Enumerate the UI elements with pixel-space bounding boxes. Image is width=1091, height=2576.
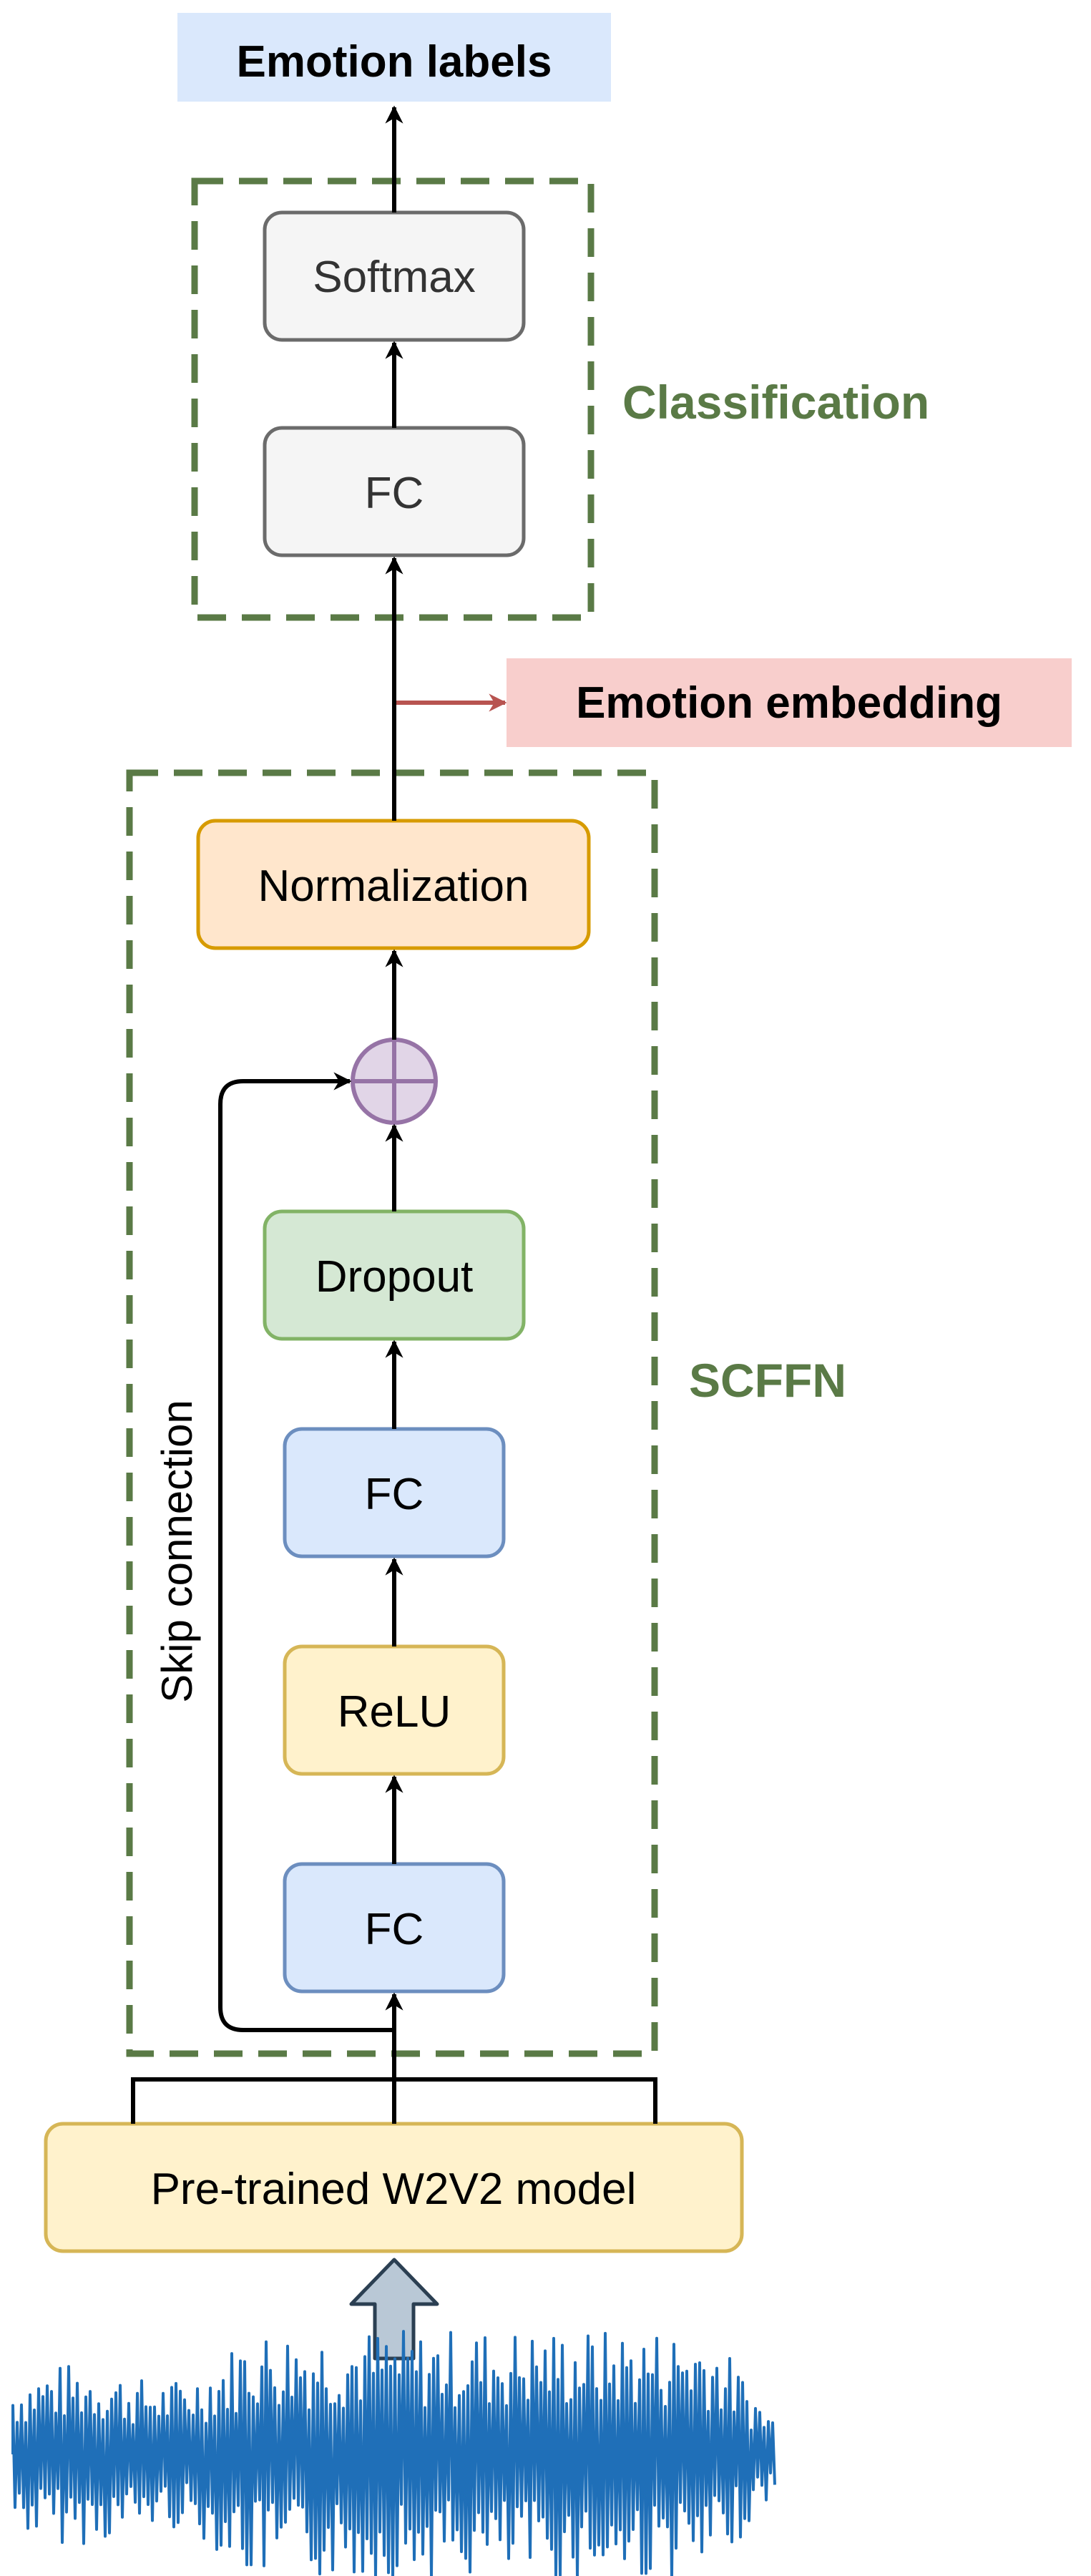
backbone-label: Pre-trained W2V2 model (151, 2165, 637, 2214)
embedding-label: Emotion embedding (576, 678, 1002, 728)
normalization-label: Normalization (258, 862, 529, 911)
relu-label: ReLU (338, 1687, 451, 1737)
output-label: Emotion labels (237, 37, 552, 87)
softmax-label: Softmax (313, 253, 475, 302)
scffn-title: SCFFN (689, 1354, 846, 1407)
input-arrow-icon (349, 2258, 439, 2361)
output-label-bg (177, 13, 611, 102)
fc-classifier-label: FC (365, 469, 424, 518)
dropout-label: Dropout (315, 1252, 474, 1302)
skip-connection-path (218, 1072, 394, 2032)
fc-upper-label: FC (365, 1470, 424, 1519)
audio-waveform-icon (11, 2330, 776, 2576)
classification-title: Classification (622, 376, 929, 429)
fc-lower-label: FC (365, 1905, 424, 1954)
skip-connection-label: Skip connection (153, 1400, 201, 1703)
embedding-label-bg (507, 658, 1072, 747)
